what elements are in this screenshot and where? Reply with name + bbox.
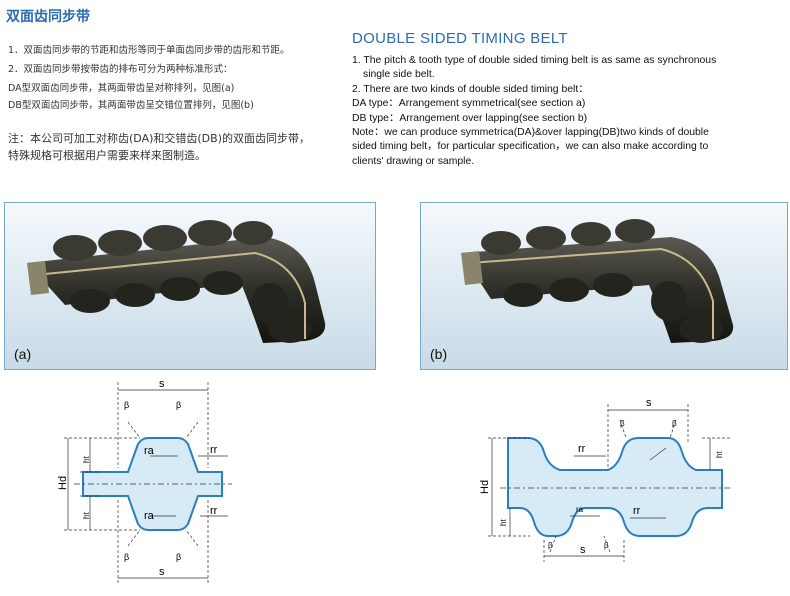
db-s-top: s xyxy=(646,397,652,409)
en-body: 1. The pitch & tooth type of double side… xyxy=(352,54,782,169)
en-p2: 2. There are two kinds of double sided t… xyxy=(352,83,589,95)
en-p5b: sided timing belt，for particular specifi… xyxy=(352,141,709,153)
cn-note-1: 注：本公司可加工对称齿(DA)和交错齿(DB)的双面齿同步带， xyxy=(8,132,310,145)
db-beta-3: β xyxy=(548,541,553,550)
diagram-db: s s β β β β rr rr ra Hd ht ht xyxy=(479,397,732,562)
da-s-bottom: s xyxy=(159,566,165,578)
db-ra-bottom: ra xyxy=(576,505,584,514)
da-rr-top: rr xyxy=(210,444,218,456)
da-beta-2: β xyxy=(176,400,181,410)
cn-line-4: DB型双面齿同步带，其两面带齿呈交错位置排列，见图(b) xyxy=(8,100,254,111)
en-p5a: Note：we can produce symmetrica(DA)&over … xyxy=(352,127,709,139)
db-s-bottom: s xyxy=(580,544,586,556)
cn-line-3: DA型双面齿同步带，其两面带齿呈对称排列，见图(a) xyxy=(8,83,235,94)
db-beta-2: β xyxy=(672,419,677,428)
en-p1b: single side belt. xyxy=(363,69,435,81)
da-hd: Hd xyxy=(57,476,69,490)
db-beta-1: β xyxy=(620,419,625,428)
da-ra-top: ra xyxy=(144,445,155,457)
belt-b-illustration xyxy=(461,219,734,343)
da-beta-4: β xyxy=(176,552,181,562)
da-beta-3: β xyxy=(124,552,129,562)
da-ra-bottom: ra xyxy=(144,510,155,522)
en-p3: DA type：Arrangement symmetrical(see sect… xyxy=(352,98,586,110)
da-ht-bottom: ht xyxy=(82,512,91,519)
da-ht-top: ht xyxy=(82,456,91,463)
da-belt-section xyxy=(82,437,223,531)
da-rr-bottom: rr xyxy=(210,505,218,517)
da-s-top: s xyxy=(159,378,165,390)
belt-a-illustration xyxy=(27,220,326,343)
db-rr-bottom: rr xyxy=(633,505,641,517)
cn-note-2: 特殊规格可根据用户需要来样来图制造。 xyxy=(8,149,206,162)
photo-a xyxy=(4,202,376,370)
db-rr-top: rr xyxy=(578,443,586,455)
db-ht-left: ht xyxy=(499,519,508,526)
en-p1a: 1. The pitch & tooth type of double side… xyxy=(352,55,717,66)
en-p4: DB type：Arrangement over lapping(see sec… xyxy=(352,112,588,124)
photo-a-label: (a) xyxy=(14,346,32,362)
cn-title: 双面齿同步带 xyxy=(6,9,90,25)
cn-line-1: 1．双面齿同步带的节距和齿形等同于单面齿同步带的齿形和节距。 xyxy=(8,45,290,56)
photo-b xyxy=(420,202,788,370)
da-beta-1: β xyxy=(124,400,129,410)
en-title: DOUBLE SIDED TIMING BELT xyxy=(352,30,568,47)
db-belt-section xyxy=(507,437,723,537)
en-p5c: clients' drawing or sample. xyxy=(352,155,475,167)
db-ht-right: ht xyxy=(715,451,724,458)
db-hd: Hd xyxy=(479,480,491,494)
db-beta-4: β xyxy=(604,541,609,550)
diagram-da: s s β β β β ra ra rr rr Hd ht ht xyxy=(57,378,232,584)
cn-line-2: 2．双面齿同步带按带齿的排布可分为两种标准形式： xyxy=(8,64,233,75)
photo-b-label: (b) xyxy=(430,346,448,362)
